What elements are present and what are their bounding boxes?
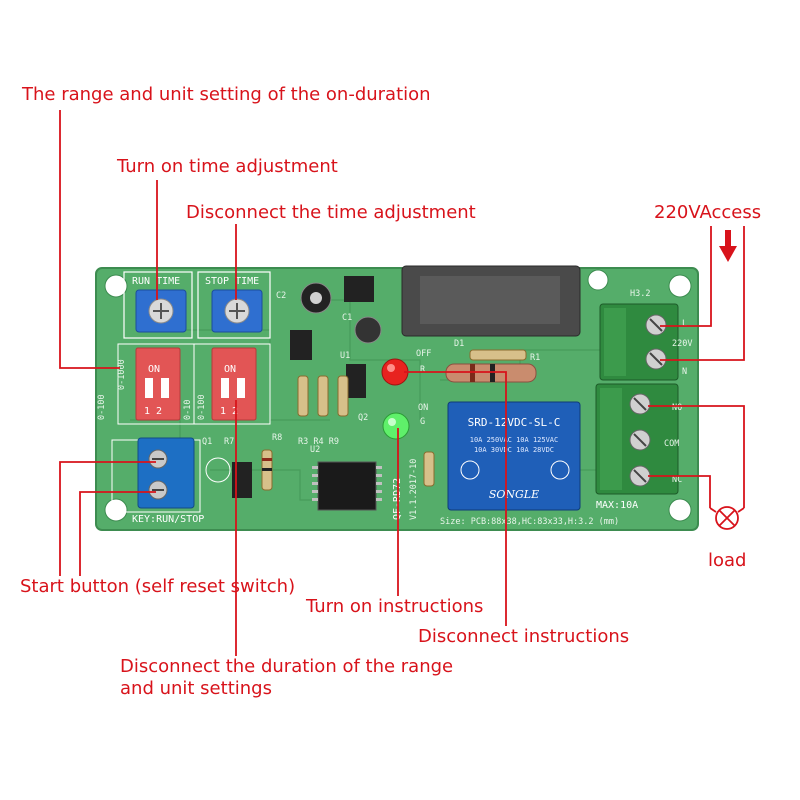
led-g-label: G bbox=[420, 417, 425, 427]
r3-r4-r9-label: R3 R4 R9 bbox=[298, 437, 339, 447]
mount-hole-tr2 bbox=[587, 269, 609, 291]
dip-on-label-1: ON bbox=[148, 364, 160, 375]
callout-load: load bbox=[708, 550, 746, 571]
led-on-label: ON bbox=[418, 403, 428, 413]
power-module bbox=[401, 265, 581, 337]
transistor-area-q1: Q1 R7 R8 bbox=[202, 433, 282, 498]
dip-nums-1: 1 2 bbox=[144, 406, 162, 417]
relay-songle: SRD-12VDC-SL-C 10A 250VAC 10A 125VAC 10A… bbox=[447, 401, 581, 511]
callout-disconnect-instructions: Disconnect instructions bbox=[418, 626, 629, 647]
load-lamp-icon bbox=[709, 506, 745, 530]
mount-hole-bl bbox=[104, 498, 128, 522]
c1-label: C1 bbox=[342, 313, 352, 323]
mount-hole-tl bbox=[104, 274, 128, 298]
h32-label: H3.2 bbox=[630, 289, 650, 299]
range-10-label: 0-10 bbox=[183, 400, 193, 420]
leader-lines bbox=[59, 110, 745, 656]
relay-model-label: SRD-12VDC-SL-C bbox=[468, 416, 561, 429]
callout-start-button: Start button (self reset switch) bbox=[20, 576, 295, 597]
range-100-label: 0-100 bbox=[97, 394, 107, 420]
d1-label: D1 bbox=[454, 339, 464, 349]
r7-label: R7 bbox=[224, 437, 234, 447]
callout-turn-on-instructions: Turn on instructions bbox=[305, 596, 483, 617]
key-terminal-block[interactable]: KEY:RUN/STOP bbox=[111, 437, 204, 525]
dip-nums-2: 1 2 bbox=[220, 406, 238, 417]
led-off-label: OFF bbox=[416, 349, 431, 359]
range-100b-label: 0-100 bbox=[197, 394, 207, 420]
term-l-label: L bbox=[682, 319, 687, 329]
relay-brand-label: SONGLE bbox=[489, 488, 539, 501]
mount-hole-tr bbox=[668, 274, 692, 298]
q2-label: Q2 bbox=[358, 413, 368, 423]
r1-label: R1 bbox=[530, 353, 540, 363]
callout-turn-on-time-adjustment: Turn on time adjustment bbox=[116, 156, 338, 177]
power-input-terminal[interactable]: L 220V N bbox=[599, 303, 692, 381]
range-1000-label: 0-1000 bbox=[117, 359, 127, 390]
run-time-potentiometer[interactable]: RUN TIME bbox=[123, 271, 193, 339]
c2-label: C2 bbox=[276, 291, 286, 301]
dip-switch-off-range[interactable]: 0-100 ON 1 2 bbox=[193, 343, 271, 425]
dip-switch-on-range[interactable]: 0-100 0-1000 0-10 ON 1 2 bbox=[97, 343, 195, 425]
term-n-label: N bbox=[682, 367, 687, 377]
key-run-stop-label: KEY:RUN/STOP bbox=[132, 514, 204, 525]
led-off-red: OFF R bbox=[381, 349, 431, 386]
term-220v-label: 220V bbox=[672, 339, 692, 349]
callout-range-unit-on: The range and unit setting of the on-dur… bbox=[21, 84, 431, 105]
max-current-label: MAX:10A bbox=[596, 500, 638, 511]
arrow-down-icon bbox=[719, 230, 737, 262]
led-r-label: R bbox=[420, 365, 426, 375]
relay-spec-2: 10A 30VDC 10A 28VDC bbox=[474, 446, 554, 454]
relay-spec-1: 10A 250VAC 10A 125VAC bbox=[470, 436, 559, 444]
version-label: V1.1.2017-10 bbox=[409, 459, 419, 520]
stop-time-potentiometer[interactable]: STOP TIME bbox=[197, 271, 271, 339]
term-no-label: NO bbox=[672, 403, 682, 413]
led-on-green: ON G Q2 bbox=[358, 403, 428, 440]
callout-disconnect-range-line1: Disconnect the duration of the range bbox=[120, 656, 453, 677]
term-com-label: COM bbox=[664, 439, 679, 449]
callout-disconnect-time-adjustment: Disconnect the time adjustment bbox=[186, 202, 476, 223]
mount-hole-br bbox=[668, 498, 692, 522]
relay-output-terminal[interactable]: NO COM NC bbox=[595, 383, 682, 495]
run-time-label: RUN TIME bbox=[132, 276, 180, 287]
term-nc-label: NC bbox=[672, 475, 682, 485]
size-label: Size: PCB:88x38,HC:83x33,H:3.2 (mm) bbox=[440, 517, 619, 527]
u2-label: U2 bbox=[310, 445, 320, 455]
callout-220v-access: 220VAccess bbox=[654, 202, 761, 223]
callout-disconnect-range-line2: and unit settings bbox=[120, 678, 272, 699]
q1-label: Q1 bbox=[202, 437, 212, 447]
u1-label: U1 bbox=[340, 351, 350, 361]
r8-label: R8 bbox=[272, 433, 282, 443]
ic-u2: U2 bbox=[310, 445, 382, 511]
capacitors-and-resistors: C2 C1 U1 R3 R4 R9 D1 R1 bbox=[276, 276, 540, 447]
stop-time-label: STOP TIME bbox=[205, 276, 259, 287]
dip-on-label-2: ON bbox=[224, 364, 236, 375]
